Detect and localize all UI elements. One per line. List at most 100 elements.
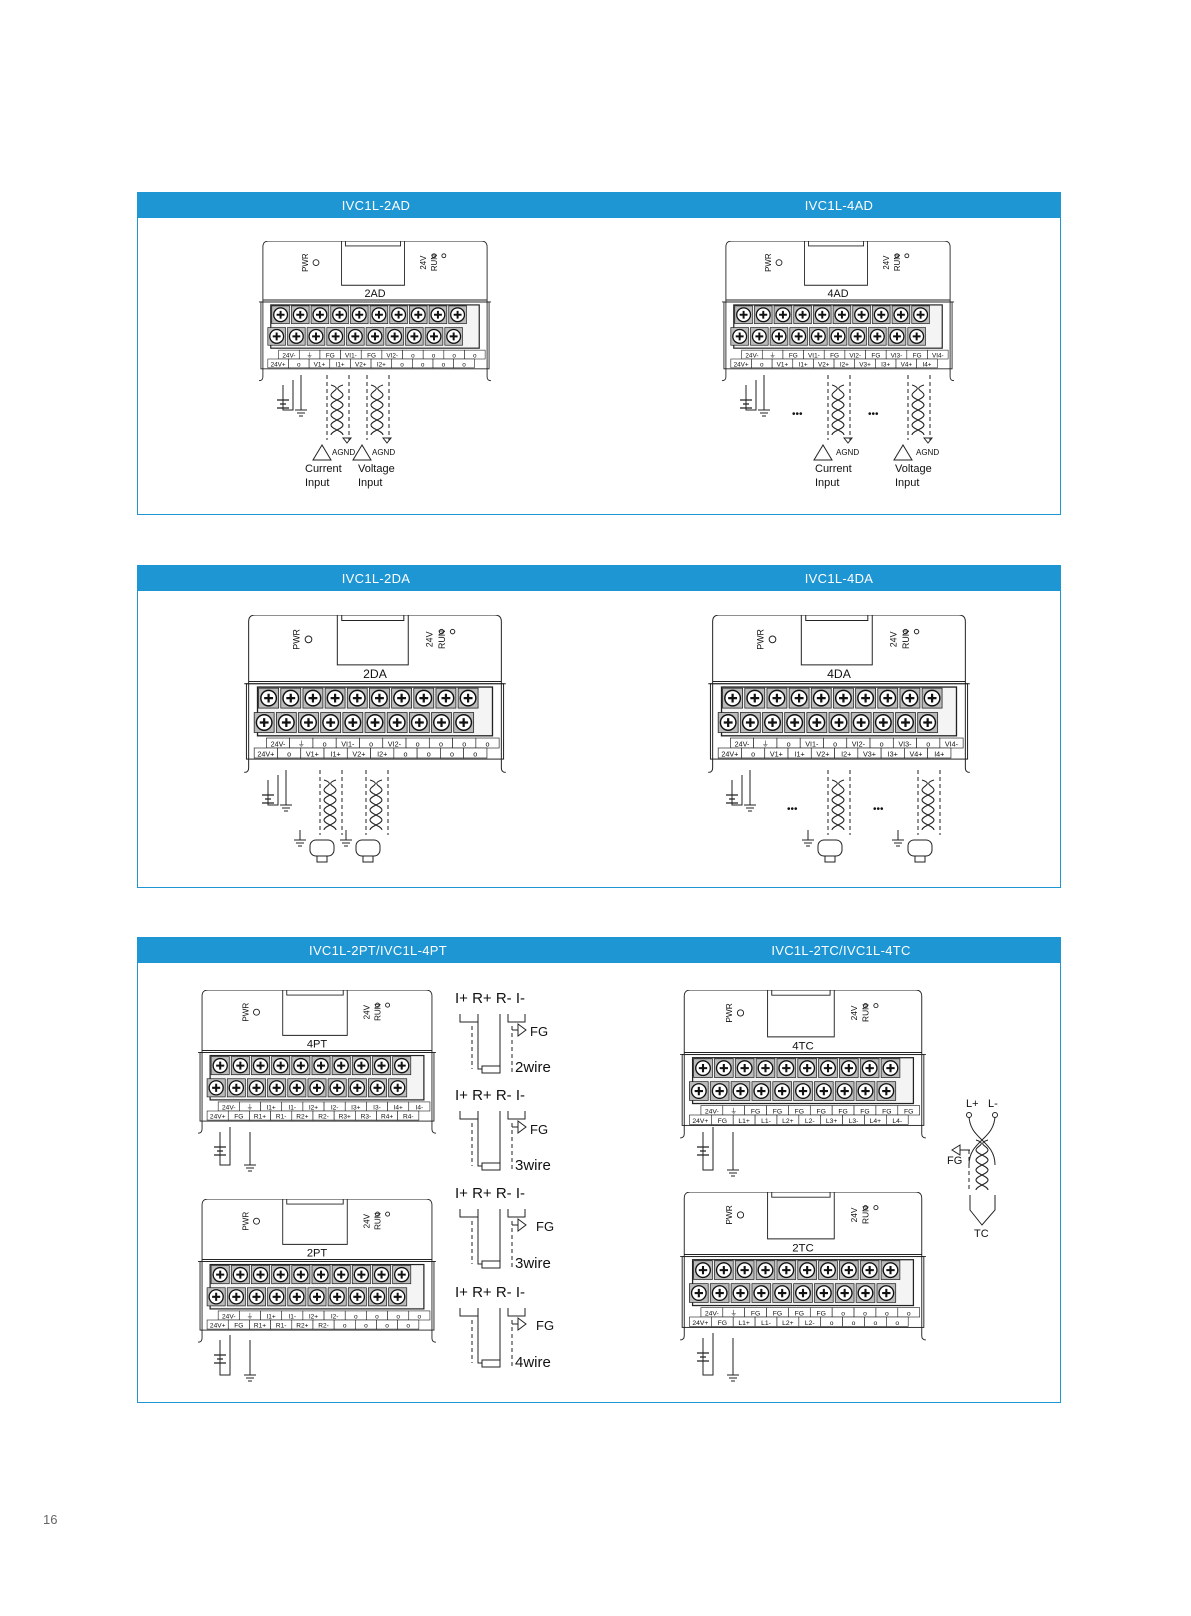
screw-slot — [292, 1083, 301, 1092]
module-body — [712, 614, 966, 684]
terminal-label: 24V+ — [257, 749, 274, 758]
screw-slot — [782, 1265, 791, 1275]
title-ivc1l-2ad: IVC1L-2AD — [341, 198, 411, 213]
terminal-label: o — [907, 1310, 911, 1317]
terminal-icon — [966, 1112, 972, 1118]
terminal-label: o — [416, 739, 420, 748]
screw-slot — [430, 332, 438, 341]
screw-slot — [371, 332, 379, 341]
terminal-label: o — [385, 1323, 389, 1330]
display-window — [804, 241, 868, 286]
terminal-label: V4+ — [901, 361, 913, 368]
terminal-label: I1+ — [331, 749, 341, 758]
power-wire — [731, 775, 743, 806]
model-label: 4PT — [307, 1038, 328, 1050]
screw-slot — [735, 332, 744, 341]
terminal-label: V1+ — [770, 749, 783, 758]
screw-slot — [873, 332, 882, 341]
screw-slot — [823, 1265, 833, 1275]
pwr-label: PWR — [724, 1205, 734, 1224]
screw-slot — [755, 332, 764, 341]
terminal-label: I1- — [288, 1313, 296, 1320]
twisted-pair — [975, 1139, 989, 1191]
screw-slot — [819, 1086, 828, 1096]
ellipsis: ••• — [873, 804, 884, 815]
screw-slot — [819, 1288, 828, 1298]
terminal-label: FG — [817, 1310, 826, 1317]
screw-slot — [272, 1083, 281, 1092]
twisted-pair — [921, 779, 935, 831]
terminal-label: o — [403, 749, 407, 758]
terminal-label-cell — [897, 1105, 920, 1116]
terminal-label: o — [863, 1310, 867, 1317]
title-ivc1l-pt: IVC1L-2PT/IVC1L-4PT — [309, 943, 447, 958]
screw-slot — [916, 310, 925, 319]
terminal-label: R2- — [318, 1323, 329, 1330]
title-ivc1l-4ad: IVC1L-4AD — [804, 198, 874, 213]
screw-slot — [256, 1061, 265, 1070]
twisted-pair — [831, 384, 845, 436]
screw-slot — [375, 310, 383, 319]
terminal-label: I4+ — [934, 749, 944, 758]
screw-slot — [292, 1292, 301, 1301]
pwr-led-icon — [736, 1009, 745, 1017]
input-label: Input — [815, 477, 840, 489]
ground-icon — [802, 839, 814, 847]
terminal-label: I2+ — [840, 361, 849, 368]
screw-slot — [296, 1061, 305, 1070]
terminal-label: FG — [871, 353, 880, 360]
terminal-label-cell — [397, 1319, 420, 1330]
terminal-label: V3+ — [863, 749, 876, 758]
screw-slot — [377, 1270, 386, 1279]
terminal-label: I3+ — [351, 1104, 360, 1111]
terminal-label: I2+ — [377, 361, 386, 368]
load-icon — [817, 839, 843, 857]
screw-slot — [728, 693, 738, 703]
screw-slot — [272, 1292, 281, 1301]
screw-slot — [798, 1086, 808, 1096]
terminal-label: o — [473, 353, 477, 360]
twisted-pair — [369, 779, 383, 831]
screw-slot — [814, 332, 823, 341]
twisted-pair — [330, 384, 344, 436]
screw-slot — [357, 1061, 366, 1070]
section-header: IVC1L-2DA IVC1L-4DA — [138, 566, 1060, 591]
fg-label: FG — [536, 1318, 555, 1333]
terminal-label: FG — [882, 1108, 891, 1115]
power-wire — [267, 775, 279, 806]
run-led-icon — [449, 628, 456, 635]
terminal-label: o — [885, 1310, 889, 1317]
run-label: RUN — [374, 1212, 383, 1230]
terminal-label: ⏚ — [762, 739, 769, 748]
wire-mode-label: 3wire — [515, 1255, 551, 1272]
screw-slot — [264, 693, 274, 703]
terminal-label: 24V- — [745, 353, 758, 360]
fg-ground-icon — [512, 1317, 527, 1331]
terminal-label: ⏚ — [247, 1312, 254, 1320]
model-label: 4DA — [827, 667, 852, 681]
terminal-label: FG — [860, 1108, 869, 1115]
model-label: 4TC — [792, 1040, 814, 1052]
rtd-resistor-icon — [481, 1260, 501, 1269]
section-header: IVC1L-2AD IVC1L-4AD — [138, 193, 1060, 218]
fg-ground-icon — [512, 1023, 527, 1037]
24v-label: 24V — [419, 255, 428, 270]
terminal-label: I1- — [288, 1104, 296, 1111]
screw-slot — [818, 310, 827, 319]
terminal-label: o — [473, 749, 477, 758]
ground-icon — [295, 409, 307, 417]
terminal-label: ⏚ — [247, 1103, 254, 1111]
terminal-label: 24V- — [271, 739, 286, 748]
terminal-label: VI2- — [852, 739, 866, 748]
ground-icon — [727, 1374, 739, 1382]
signal-source-icon — [813, 444, 833, 461]
terminal-label: FG — [838, 1108, 847, 1115]
terminal-label-cell — [939, 737, 964, 749]
twisted-pair — [370, 384, 384, 436]
terminal-label: I3- — [373, 1104, 381, 1111]
terminal-label: FG — [817, 1108, 826, 1115]
screw-slot — [834, 332, 842, 341]
